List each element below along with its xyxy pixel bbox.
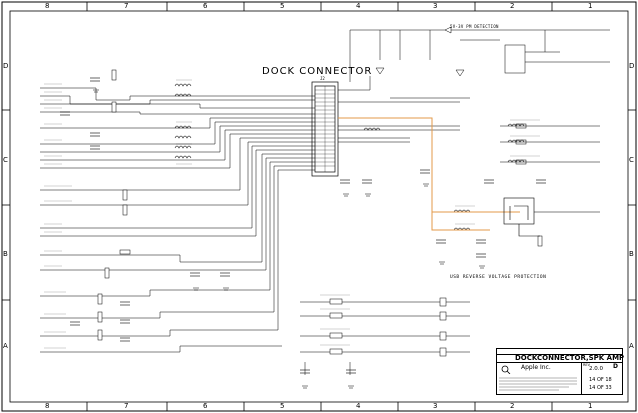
- zone-top-8: 8: [45, 2, 50, 10]
- page-number: 14 OF 33: [589, 385, 612, 391]
- company-name: Apple Inc.: [521, 364, 551, 371]
- apple-logo-icon: [501, 364, 511, 374]
- zone-bottom-2: 2: [510, 402, 515, 410]
- zone-top-1: 1: [588, 2, 593, 10]
- zone-bottom-4: 4: [356, 402, 361, 410]
- dock-connector-title: DOCK CONNECTOR: [262, 66, 373, 77]
- title-block-divider: [497, 362, 622, 363]
- zone-right-c: C: [629, 156, 634, 164]
- overvoltage-block-title: 5V-3V PM DETECTION: [450, 24, 499, 29]
- zone-left-a: A: [3, 342, 8, 350]
- zone-top-2: 2: [510, 2, 515, 10]
- zone-bottom-3: 3: [433, 402, 438, 410]
- sheet-number: 14 OF 18: [589, 377, 612, 383]
- connector-ref: J2: [320, 76, 325, 81]
- sheet-title: DOCKCONNECTOR,SPK AMP: [515, 354, 625, 362]
- revision-value: 2.0.0: [589, 366, 603, 372]
- zone-bottom-6: 6: [203, 402, 208, 410]
- zone-left-d: D: [3, 62, 9, 70]
- zone-top-7: 7: [124, 2, 129, 10]
- zone-right-d: D: [629, 62, 635, 70]
- zone-bottom-7: 7: [124, 402, 129, 410]
- zone-bottom-8: 8: [45, 402, 50, 410]
- title-block-header: [497, 349, 622, 355]
- zone-top-5: 5: [280, 2, 285, 10]
- zone-right-a: A: [629, 342, 634, 350]
- size-letter: D: [613, 363, 618, 370]
- revision-label: REV: [583, 363, 591, 367]
- zone-bottom-1: 1: [588, 402, 593, 410]
- zone-left-b: B: [3, 250, 8, 258]
- zone-left-c: C: [3, 156, 8, 164]
- zone-top-4: 4: [356, 2, 361, 10]
- zone-bottom-5: 5: [280, 402, 285, 410]
- title-block-vdivider: [581, 362, 582, 394]
- zone-right-b: B: [629, 250, 634, 258]
- zone-top-3: 3: [433, 2, 438, 10]
- zone-top-6: 6: [203, 2, 208, 10]
- usb-protection-title: USB REVERSE VOLTAGE PROTECTION: [450, 275, 547, 280]
- title-block: DOCKCONNECTOR,SPK AMP Apple Inc. REV 2.0…: [496, 348, 625, 395]
